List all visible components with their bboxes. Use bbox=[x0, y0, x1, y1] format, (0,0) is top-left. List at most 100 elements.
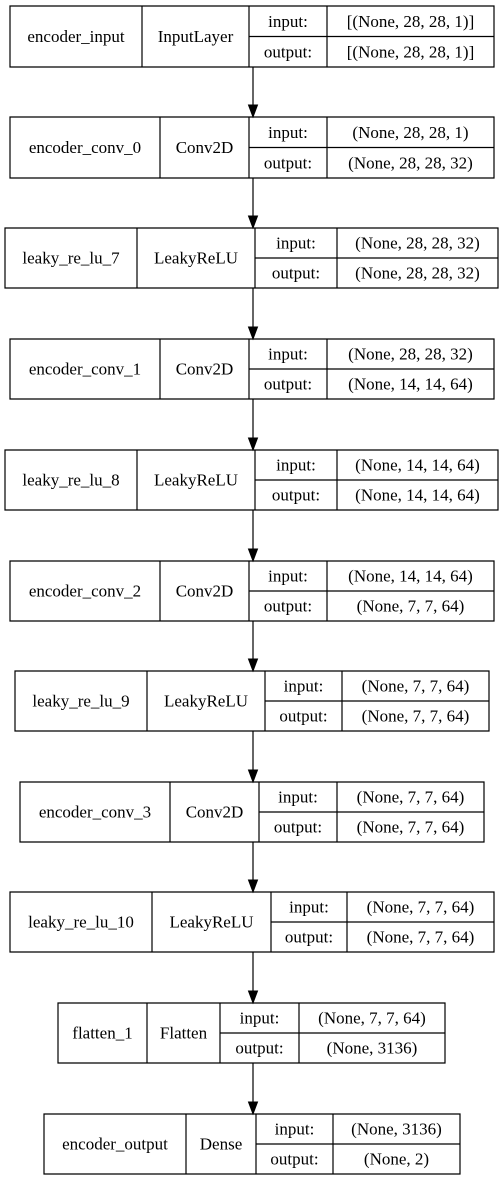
layer-node: leaky_re_lu_10 LeakyReLU input: output: (Non… bbox=[9, 891, 495, 953]
layer-type: Conv2D bbox=[186, 803, 244, 822]
layer-node: leaky_re_lu_9 LeakyReLU input: output: (None… bbox=[14, 670, 490, 732]
arrow-head bbox=[247, 437, 259, 452]
layer-name: leaky_re_lu_10 bbox=[28, 913, 134, 932]
connector-arrow bbox=[247, 288, 259, 341]
input-label: input: bbox=[284, 677, 324, 696]
layer-type: LeakyReLU bbox=[154, 249, 238, 268]
layer-box bbox=[4, 227, 499, 289]
input-label: input: bbox=[268, 345, 308, 364]
input-label: input: bbox=[276, 456, 316, 475]
layer-type: Dense bbox=[200, 1135, 242, 1154]
layer-name: encoder_conv_0 bbox=[29, 138, 141, 157]
connector-arrow bbox=[247, 952, 259, 1005]
input-label: input: bbox=[276, 234, 316, 253]
layer-box bbox=[43, 1113, 461, 1175]
output-label: output: bbox=[264, 42, 312, 61]
input-shape: (None, 14, 14, 64) bbox=[348, 567, 473, 586]
layer-name: encoder_conv_3 bbox=[39, 803, 151, 822]
input-shape: (None, 28, 28, 1) bbox=[352, 123, 468, 142]
layer-name: encoder_output bbox=[62, 1135, 168, 1154]
layer-node: leaky_re_lu_8 LeakyReLU input: output: (None… bbox=[4, 449, 499, 511]
output-shape: (None, 2) bbox=[364, 1150, 429, 1169]
output-shape: (None, 14, 14, 64) bbox=[348, 375, 473, 394]
connector-arrow bbox=[247, 67, 259, 119]
layer-type: Flatten bbox=[160, 1024, 208, 1043]
connector-arrow bbox=[247, 1063, 259, 1116]
layer-box bbox=[14, 670, 490, 732]
arrow-head bbox=[247, 658, 259, 673]
layer-type: Conv2D bbox=[176, 360, 234, 379]
layer-name: encoder_conv_1 bbox=[29, 360, 141, 379]
output-label: output: bbox=[272, 264, 320, 283]
input-shape: (None, 7, 7, 64) bbox=[362, 677, 470, 696]
input-shape: [(None, 28, 28, 1)] bbox=[347, 12, 474, 31]
layer-box bbox=[9, 338, 495, 400]
layer-type: LeakyReLU bbox=[164, 692, 248, 711]
connector-arrow bbox=[247, 842, 259, 894]
layer-node: encoder_conv_2 Conv2D input: output: (None, … bbox=[9, 560, 495, 622]
layer-type: LeakyReLU bbox=[154, 471, 238, 490]
output-label: output: bbox=[264, 375, 312, 394]
arrow-head bbox=[247, 1101, 259, 1116]
input-label: input: bbox=[289, 898, 329, 917]
layer-name: encoder_input bbox=[27, 27, 125, 46]
layer-type: Conv2D bbox=[176, 582, 234, 601]
input-label: input: bbox=[268, 123, 308, 142]
layer-name: encoder_conv_2 bbox=[29, 582, 141, 601]
layer-box bbox=[4, 449, 499, 511]
input-label: input: bbox=[268, 567, 308, 586]
input-shape: (None, 7, 7, 64) bbox=[367, 898, 475, 917]
layer-type: Conv2D bbox=[176, 138, 234, 157]
input-shape: (None, 7, 7, 64) bbox=[357, 788, 465, 807]
layer-box bbox=[9, 5, 495, 68]
layer-name: leaky_re_lu_9 bbox=[32, 692, 129, 711]
output-label: output: bbox=[285, 928, 333, 947]
layer-box bbox=[9, 116, 495, 179]
connector-arrow bbox=[247, 399, 259, 452]
layer-node: encoder_conv_0 Conv2D input: output: (None, … bbox=[9, 116, 495, 179]
arrow-head bbox=[247, 326, 259, 341]
output-shape: (None, 28, 28, 32) bbox=[355, 264, 480, 283]
layer-box bbox=[57, 1002, 446, 1064]
layer-box bbox=[9, 891, 495, 953]
layer-box bbox=[9, 560, 495, 622]
input-label: input: bbox=[278, 788, 318, 807]
output-label: output: bbox=[264, 153, 312, 172]
output-shape: (None, 7, 7, 64) bbox=[357, 597, 465, 616]
output-shape: (None, 14, 14, 64) bbox=[355, 486, 480, 505]
output-shape: (None, 3136) bbox=[327, 1039, 418, 1058]
output-shape: (None, 7, 7, 64) bbox=[357, 818, 465, 837]
connector-arrow bbox=[247, 510, 259, 563]
layer-type: InputLayer bbox=[158, 27, 234, 46]
output-shape: [(None, 28, 28, 1)] bbox=[347, 42, 474, 61]
input-label: input: bbox=[275, 1120, 315, 1139]
input-shape: (None, 14, 14, 64) bbox=[355, 456, 480, 475]
arrow-head bbox=[247, 990, 259, 1005]
input-shape: (None, 7, 7, 64) bbox=[318, 1009, 426, 1028]
arrow-head bbox=[247, 104, 259, 119]
arrow-head bbox=[247, 548, 259, 563]
output-label: output: bbox=[279, 707, 327, 726]
input-label: input: bbox=[240, 1009, 280, 1028]
layer-box bbox=[19, 781, 485, 843]
input-shape: (None, 3136) bbox=[351, 1120, 442, 1139]
output-label: output: bbox=[264, 597, 312, 616]
output-label: output: bbox=[272, 486, 320, 505]
output-label: output: bbox=[270, 1150, 318, 1169]
layer-node: encoder_conv_1 Conv2D input: output: (None, … bbox=[9, 338, 495, 400]
layer-type: LeakyReLU bbox=[169, 913, 253, 932]
output-label: output: bbox=[235, 1039, 283, 1058]
input-shape: (None, 28, 28, 32) bbox=[348, 345, 473, 364]
layer-name: leaky_re_lu_8 bbox=[22, 471, 119, 490]
connector-arrow bbox=[247, 178, 259, 230]
layer-name: flatten_1 bbox=[72, 1024, 132, 1043]
arrow-head bbox=[247, 769, 259, 784]
layer-node: encoder_output Dense input: output: (None, 3… bbox=[43, 1113, 461, 1175]
connector-arrow bbox=[247, 731, 259, 784]
connector-arrow bbox=[247, 621, 259, 673]
output-shape: (None, 28, 28, 32) bbox=[348, 153, 473, 172]
